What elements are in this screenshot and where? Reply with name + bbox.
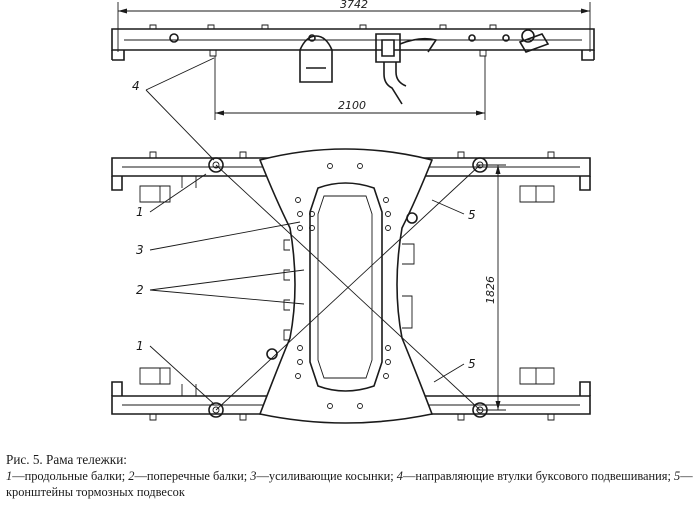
legend-text-2: —поперечные балки; [134, 469, 251, 483]
callout-5-bottom: 5 [468, 357, 476, 371]
dimension-2100-line: 2100 [214, 56, 486, 120]
callout-3: 3 [136, 243, 144, 257]
legend-num-3: 3 [250, 469, 257, 483]
legend-num-4: 4 [396, 469, 403, 483]
legend-num-2: 2 [128, 469, 135, 483]
caption-title: Рис. 5. Рама тележки: [6, 452, 127, 467]
callout-2: 2 [136, 283, 144, 297]
legend-text-5: —кронштейны тормозных подвесок [6, 469, 693, 499]
dimension-2100: 2100 [338, 99, 366, 112]
side-view: 3742 [111, 0, 595, 105]
dimension-3742: 3742 [340, 0, 368, 11]
legend-text-3: —усиливающие косынки; [256, 469, 397, 483]
figure-caption: Рис. 5. Рама тележки: 1—продольные балки… [6, 452, 694, 500]
dimension-1826-line: 1826 [476, 164, 506, 411]
legend-num-5: 5 [674, 469, 681, 483]
dimension-1826: 1826 [484, 276, 497, 304]
legend-num-1: 1 [6, 469, 13, 483]
callout-4: 4 [132, 79, 140, 93]
callouts: 4 1 3 2 1 5 5 [132, 57, 476, 405]
caption-legend: 1—продольные балки; 2—поперечные балки; … [6, 468, 694, 500]
legend-text-4: —направляющие втулки буксового подвешива… [403, 469, 675, 483]
bogie-frame-drawing: 3742 2100 [111, 0, 595, 424]
callout-5-top: 5 [468, 208, 476, 222]
plan-view [111, 148, 591, 424]
callout-1-top: 1 [136, 205, 144, 219]
legend-text-1: —продольные балки; [12, 469, 129, 483]
callout-1-bottom: 1 [136, 339, 144, 353]
